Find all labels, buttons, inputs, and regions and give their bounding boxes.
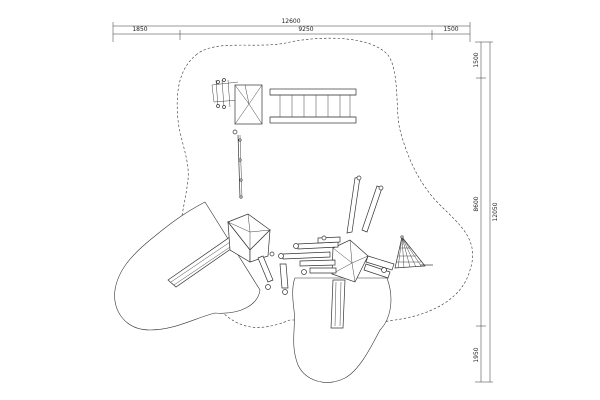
right-dimension-chain: 12050 1500 8600 1950 xyxy=(473,41,499,383)
right-slide-impact-zone xyxy=(292,277,392,383)
dim-right-middle: 8600 xyxy=(473,196,480,211)
top-dimension-chain: 12600 1850 9250 1500 xyxy=(112,18,471,42)
dim-right-total: 12050 xyxy=(492,202,499,221)
tower-access-ladder xyxy=(211,78,239,109)
triangle-net-climber xyxy=(394,235,433,269)
dim-top-total: 12600 xyxy=(281,18,300,25)
left-platform-tower xyxy=(227,213,271,263)
log-beams xyxy=(257,175,395,295)
top-tower xyxy=(211,78,263,125)
right-slide xyxy=(330,279,346,329)
left-slide-impact-zone xyxy=(114,201,261,331)
horizontal-ladder-bridge xyxy=(269,88,357,124)
dim-right-top: 1500 xyxy=(473,52,480,67)
dim-top-right: 1500 xyxy=(443,26,458,33)
balance-chain-walk xyxy=(232,129,243,199)
dim-top-middle: 9250 xyxy=(298,26,313,33)
safety-zone-outline xyxy=(176,37,473,328)
tower-hip-roof xyxy=(234,84,263,125)
dim-right-bottom: 1950 xyxy=(473,347,480,362)
dim-top-left: 1850 xyxy=(132,26,147,33)
